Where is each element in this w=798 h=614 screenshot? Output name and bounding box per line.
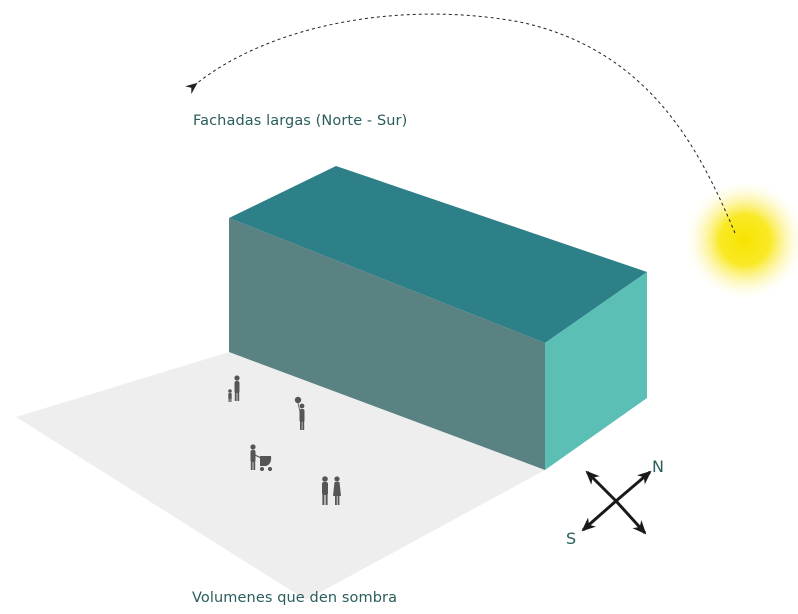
compass-icon: N S — [566, 457, 664, 548]
compass-axis-east-west — [585, 470, 618, 503]
long-facades-label: Fachadas largas (Norte - Sur) — [193, 113, 408, 129]
building-roof — [229, 166, 647, 343]
compass-axis-north-south — [615, 470, 652, 503]
building-long-facade — [229, 218, 545, 470]
person-adult-child — [228, 375, 240, 402]
building-short-facade — [545, 272, 647, 470]
person-with-stroller — [250, 444, 272, 471]
ground-shadow — [16, 352, 545, 600]
person-couple — [322, 476, 341, 505]
building-volume — [229, 166, 647, 470]
person-with-balloon — [294, 396, 305, 430]
compass-north-label: N — [652, 457, 664, 476]
pedestrian-silhouettes — [228, 375, 341, 505]
shade-volumes-label: Volumenes que den sombra — [192, 590, 398, 606]
compass-south-label: S — [566, 529, 576, 548]
sun-icon — [685, 180, 798, 300]
sun-path-arc — [185, 13, 736, 234]
